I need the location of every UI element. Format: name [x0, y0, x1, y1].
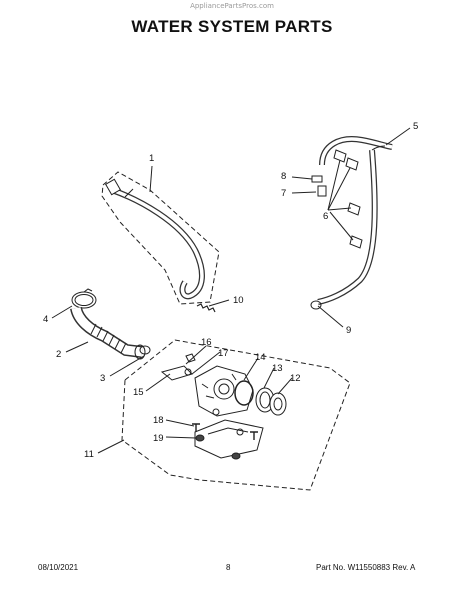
- callout-16: 16: [201, 337, 212, 348]
- page-title: WATER SYSTEM PARTS: [131, 17, 333, 36]
- hose-fitting: [104, 178, 122, 196]
- hose-clip: [347, 202, 361, 216]
- pump-clamp: [160, 365, 193, 381]
- callout-17: 17: [218, 348, 229, 359]
- hose-clip: [345, 157, 359, 171]
- callout-13: 13: [272, 363, 283, 374]
- screw: [192, 423, 200, 432]
- footer-part-info: Part No. W11550883 Rev. A: [316, 563, 416, 572]
- hose-clamp-2: [139, 345, 151, 355]
- small-fitting: [311, 175, 323, 183]
- pump-oring: [234, 380, 254, 406]
- callout-5: 5: [413, 121, 418, 132]
- clip-piece: [185, 353, 196, 363]
- hose-clamp: [310, 300, 322, 310]
- callout-18: 18: [153, 415, 164, 426]
- callout-3: 3: [100, 373, 105, 384]
- pump-housing: [194, 365, 254, 417]
- watermark: AppliancePartsPros.com: [190, 2, 274, 10]
- callout-6: 6: [323, 211, 328, 222]
- callout-4: 4: [43, 314, 48, 325]
- pump-group-boundary: [121, 339, 351, 491]
- callout-11: 11: [84, 449, 94, 460]
- footer-page-number: 8: [226, 563, 231, 572]
- inlet-hose-lower: [317, 149, 378, 305]
- screw: [250, 431, 258, 440]
- hose-group-boundary: [101, 171, 220, 305]
- grommet: [231, 452, 241, 460]
- callout-7: 7: [281, 188, 286, 199]
- footer-date: 08/10/2021: [38, 563, 79, 572]
- hose-clip: [349, 235, 363, 249]
- callout-12: 12: [290, 373, 301, 384]
- callout-19: 19: [153, 433, 164, 444]
- callout-10: 10: [233, 295, 244, 306]
- callout-2: 2: [56, 349, 61, 360]
- callout-15: 15: [133, 387, 144, 398]
- hose-clip: [333, 149, 347, 163]
- callout-1: 1: [149, 153, 154, 164]
- mounting-bracket: [194, 419, 264, 459]
- pump-cap: [269, 392, 287, 416]
- spring-clamp: [196, 303, 216, 313]
- callout-14: 14: [255, 352, 266, 363]
- grommet: [195, 434, 205, 442]
- drain-hose: [110, 187, 205, 300]
- callout-8: 8: [281, 171, 286, 182]
- callout-9: 9: [346, 325, 351, 336]
- small-fitting: [317, 185, 327, 197]
